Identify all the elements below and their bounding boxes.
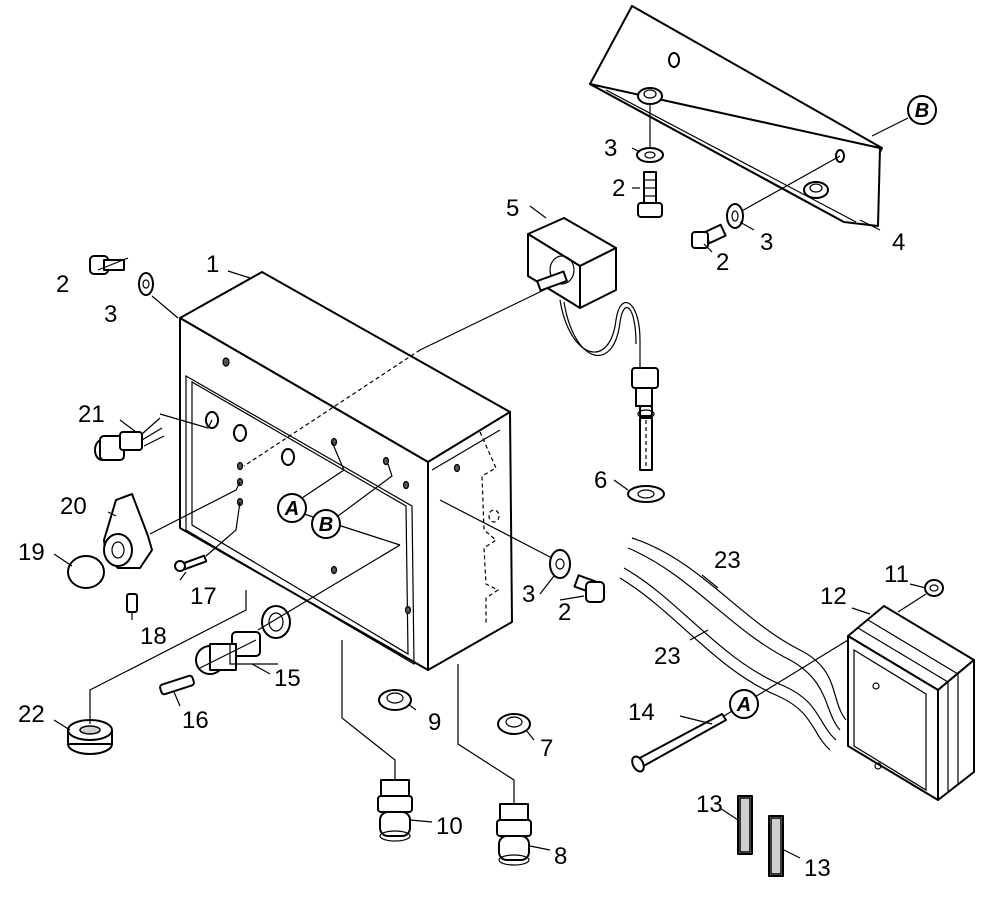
callout-23: 23	[714, 547, 741, 574]
reference-circle-a-transformer: A	[729, 689, 759, 719]
bracket-nut-2	[803, 181, 829, 199]
callout-15: 15	[274, 665, 301, 692]
washer-part-3-left	[138, 272, 154, 296]
callout-12: 12	[820, 583, 847, 610]
sensor-box-part-5	[527, 217, 659, 471]
indicator-lamp-part-21	[94, 417, 165, 461]
callout-2: 2	[56, 271, 69, 298]
callout-18: 18	[140, 623, 167, 650]
callout-13: 13	[696, 791, 723, 818]
mounting-bracket	[589, 5, 883, 249]
callout-1: 1	[206, 251, 219, 278]
fuse-part-16	[159, 674, 195, 696]
bracket-nut-1	[637, 87, 663, 105]
transformer-part-12	[847, 605, 975, 801]
callout-3: 3	[604, 135, 617, 162]
callout-2: 2	[612, 175, 625, 202]
spacer-part-13-b	[768, 815, 784, 877]
screw-part-2-left	[89, 255, 125, 275]
screw-part-2-side	[573, 574, 605, 603]
washer-part-3-bracket	[636, 147, 664, 163]
nut-part-11	[924, 579, 944, 597]
reference-label: A	[736, 694, 751, 716]
callout-19: 19	[18, 539, 45, 566]
knob-part-20	[103, 493, 153, 569]
callout-3: 3	[522, 581, 535, 608]
callout-8: 8	[554, 843, 567, 870]
callout-22: 22	[18, 701, 45, 728]
locknut-part-7	[497, 713, 531, 735]
callout-14: 14	[628, 699, 655, 726]
washer-part-3-right	[726, 203, 744, 229]
callout-2: 2	[716, 249, 729, 276]
enclosure-box	[179, 271, 513, 671]
callout-21: 21	[78, 401, 105, 428]
reference-circle-b-box: B	[311, 509, 341, 539]
callout-16: 16	[182, 707, 209, 734]
callout-2: 2	[558, 599, 571, 626]
callout-3: 3	[760, 229, 773, 256]
callout-11: 11	[884, 561, 909, 588]
screw-part-2-right	[691, 223, 727, 249]
callout-6: 6	[594, 467, 607, 494]
washer-part-6	[627, 485, 665, 503]
callout-5: 5	[506, 195, 519, 222]
callout-20: 20	[60, 493, 87, 520]
callout-17: 17	[190, 583, 217, 610]
callout-7: 7	[540, 735, 553, 762]
cap-part-19	[67, 555, 105, 589]
reference-circle-b-bracket: B	[907, 95, 937, 125]
reference-circle-a-box: A	[277, 493, 307, 523]
reference-label: B	[915, 100, 929, 122]
fuse-holder-part-15	[195, 605, 291, 675]
gland-part-8	[496, 803, 532, 866]
callout-3: 3	[104, 301, 117, 328]
gland-part-10	[377, 779, 413, 842]
callout-13: 13	[804, 855, 831, 882]
screw-part-2-bracket	[637, 171, 663, 218]
spacer-part-13-a	[737, 795, 753, 855]
washer-part-3-side	[549, 549, 571, 579]
set-screw-part-18	[126, 593, 138, 613]
reference-label: A	[284, 498, 299, 520]
callout-4: 4	[892, 229, 905, 256]
reference-label: B	[319, 514, 333, 536]
screw-part-14	[631, 713, 727, 773]
locknut-part-9	[378, 689, 412, 711]
callout-10: 10	[436, 813, 463, 840]
screw-part-17	[174, 554, 208, 572]
wires-part-23	[619, 537, 847, 751]
callout-23: 23	[654, 643, 681, 670]
grommet-part-22	[67, 719, 113, 755]
callout-9: 9	[428, 709, 441, 736]
